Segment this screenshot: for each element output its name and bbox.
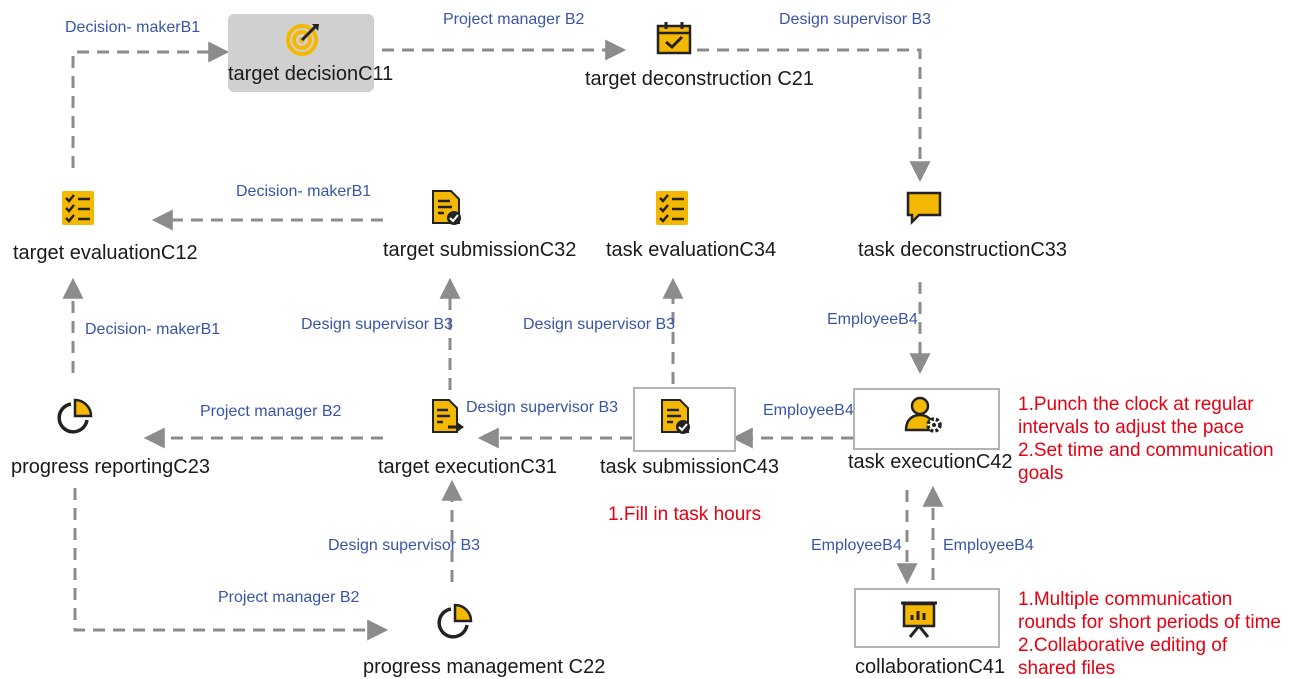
- node-label-c23: progress reportingC23: [11, 456, 210, 478]
- node-label-c42: task executionC42: [848, 451, 1013, 473]
- edge-role-label: Project manager B2: [443, 11, 585, 28]
- node-label-c21: target deconstruction C21: [585, 68, 815, 90]
- edge-role-label: Project manager B2: [218, 589, 360, 606]
- pie-chart-icon: [437, 603, 473, 639]
- node-label-c22: progress management C22: [363, 656, 606, 678]
- note-line: 2.Set time and communication: [1018, 440, 1274, 461]
- node-label-c43: task submissionC43: [600, 456, 779, 478]
- edge-c21-c33: [697, 48, 931, 183]
- note-line: goals: [1018, 463, 1064, 484]
- user-gear-icon: [904, 396, 942, 433]
- edge-role-label: Decision- makerB1: [65, 19, 201, 36]
- node-label-c11: target decisionC11: [228, 63, 394, 85]
- document-check-icon: [661, 399, 690, 434]
- edge-role-label: Design supervisor B3: [301, 316, 454, 333]
- edge-role-label: Design supervisor B3: [779, 11, 932, 28]
- note-line: 1.Multiple communication: [1018, 589, 1233, 610]
- checklist-icon: [62, 191, 94, 225]
- edge-role-label: EmployeeB4: [943, 537, 1034, 554]
- calendar-check-icon: [656, 22, 692, 55]
- pie-chart-icon: [57, 398, 93, 434]
- task-submission-note: 1.Fill in task hours: [608, 503, 761, 526]
- checklist-icon: [656, 191, 688, 225]
- edge-role-label: Decision- makerB1: [85, 321, 221, 338]
- note-line: intervals to adjust the pace: [1018, 417, 1245, 438]
- collaboration-note: 1.Multiple communication rounds for shor…: [1018, 588, 1281, 679]
- task-execution-note: 1.Punch the clock at regular intervals t…: [1018, 393, 1274, 485]
- node-label-c12: target evaluationC12: [13, 242, 198, 264]
- note-line: 2.Collaborative editing of: [1018, 635, 1228, 656]
- node-label-c31: target executionC31: [378, 456, 558, 478]
- node-label-c33: task deconstructionC33: [858, 239, 1068, 261]
- speech-bubble-icon: [906, 191, 942, 226]
- node-label-c32: target submissionC32: [383, 239, 577, 261]
- presentation-chart-icon: [901, 601, 937, 638]
- edge-role-label: EmployeeB4: [811, 537, 902, 554]
- target-icon: [286, 24, 319, 56]
- edge-role-label: Design supervisor B3: [466, 399, 619, 416]
- edge-role-label: Design supervisor B3: [328, 537, 481, 554]
- edge-c23-c22: [73, 488, 389, 641]
- edge-role-label: EmployeeB4: [827, 311, 918, 328]
- edge-c12-c11: [71, 41, 230, 168]
- note-line: rounds for short periods of time: [1018, 612, 1281, 633]
- edge-role-label: EmployeeB4: [763, 402, 854, 419]
- node-label-c34: task evaluationC34: [606, 239, 777, 261]
- edge-role-label: Decision- makerB1: [236, 183, 372, 200]
- node-label-c41: collaborationC41: [855, 656, 1006, 678]
- document-export-icon: [432, 399, 464, 433]
- document-check-icon: [432, 190, 461, 225]
- note-line: shared files: [1018, 658, 1116, 679]
- note-line: 1.Fill in task hours: [608, 504, 762, 525]
- edge-role-label: Project manager B2: [200, 403, 342, 420]
- edge-role-label: Design supervisor B3: [523, 316, 676, 333]
- note-line: 1.Punch the clock at regular: [1018, 394, 1254, 415]
